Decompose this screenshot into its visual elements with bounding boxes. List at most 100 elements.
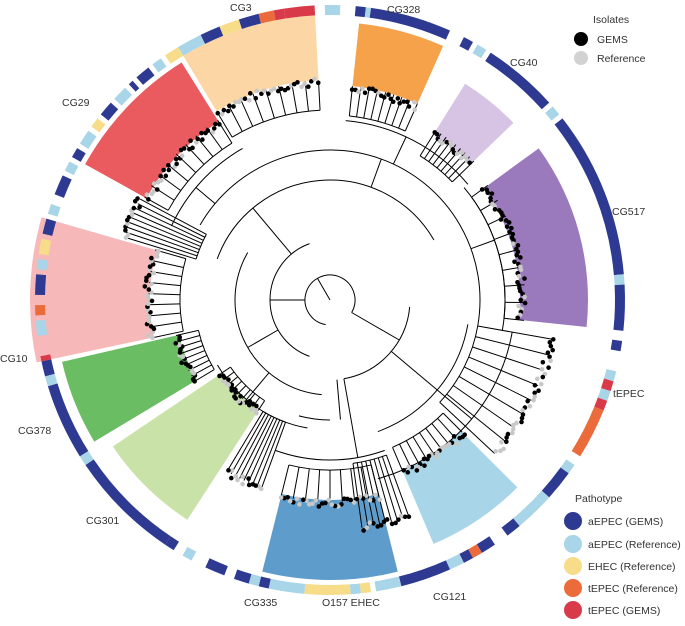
pathotype-ring-segment <box>248 573 262 587</box>
pathotype-ring-segment <box>545 106 560 121</box>
pathotype-ring-segment <box>42 218 57 236</box>
tree-branch <box>158 174 182 192</box>
tree-branch <box>256 420 284 487</box>
tree-tips <box>123 76 556 533</box>
clade-wedge-cg378 <box>62 334 198 442</box>
tree-branch <box>477 325 552 340</box>
pathotype-ring-segment <box>238 13 262 29</box>
gems-isolate-tip <box>211 126 217 131</box>
reference-isolate-tip <box>306 502 312 507</box>
gems-isolate-tip <box>518 255 523 260</box>
gems-isolate-tip <box>349 87 355 92</box>
gems-isolate-tip <box>519 415 525 421</box>
reference-isolate-tip <box>364 525 370 530</box>
gems-isolate-tip <box>146 287 152 292</box>
gems-isolate-tip <box>173 156 179 162</box>
gems-isolate-tip <box>405 470 411 475</box>
gems-isolate-tip <box>217 122 222 127</box>
gems-isolate-tip <box>506 220 512 225</box>
gems-isolate-tip <box>179 360 184 365</box>
gems-isolate-tip <box>166 167 172 173</box>
gems-isolate-tip <box>451 434 457 439</box>
tree-branch <box>472 346 544 371</box>
pathotype-ring-segment <box>100 102 119 121</box>
pathotype-ring-segment <box>603 368 617 382</box>
pathotype-ring-segment <box>501 518 520 536</box>
tree-branch <box>179 258 187 332</box>
pathotype-ring-segment <box>35 304 46 316</box>
pathotype-legend-ehec-reference: EHEC (Reference) <box>588 561 676 573</box>
gems-isolate-tip <box>225 108 231 114</box>
reference-isolate-tip <box>312 76 317 82</box>
tree-branch <box>151 330 184 339</box>
pathotype-ring-segment <box>136 67 155 85</box>
reference-isolate-tip <box>254 88 260 94</box>
gems-isolate-tip <box>422 463 427 468</box>
gems-isolate-tip <box>227 103 232 109</box>
gems-isolate-tip <box>135 196 140 201</box>
tree-branch <box>124 236 197 260</box>
gems-isolate-tip <box>362 90 368 96</box>
gems-isolate-tip <box>378 523 384 528</box>
pathotype-ring-segment <box>476 536 495 553</box>
pathotype-ring-segment <box>330 584 351 595</box>
reference-isolate-tip <box>448 139 454 145</box>
gems-isolate-tip <box>515 315 520 321</box>
reference-isolate-tip <box>210 129 216 135</box>
reference-isolate-tip <box>329 502 335 507</box>
gems-isolate-tip <box>205 128 211 133</box>
tree-branch <box>339 469 343 502</box>
gems-isolate-tip <box>131 205 137 211</box>
reference-isolate-tip <box>516 303 521 309</box>
pathotype-ring-segment <box>594 397 608 411</box>
clade-label-cg40: CG40 <box>510 57 538 69</box>
tree-branch <box>480 199 498 211</box>
clade-label-cg29: CG29 <box>62 97 90 109</box>
reference-isolate-tip <box>294 496 300 502</box>
gems-isolate-tip <box>489 191 495 196</box>
reference-isolate-tip <box>439 141 445 146</box>
pathotype-legend-tepec-reference: tEPEC (Reference) <box>588 583 678 595</box>
gems-isolate-tip <box>254 403 259 409</box>
gems-isolate-tip <box>532 382 538 388</box>
gems-isolate-tip <box>550 347 555 353</box>
tree-branch <box>317 469 321 502</box>
reference-isolate-tip <box>522 294 527 300</box>
reference-isolate-tip <box>219 111 225 117</box>
tree-branch <box>291 83 298 113</box>
reference-isolate-tip <box>510 430 515 436</box>
tree-branch <box>392 447 404 473</box>
tree-branch <box>351 312 400 341</box>
reference-isolate-tip <box>460 150 465 155</box>
pathotype-ring-segment <box>560 459 575 474</box>
tree-branch <box>431 423 450 445</box>
gems-isolate-tip <box>306 84 311 90</box>
tree-branch <box>151 185 175 201</box>
gems-isolate-tip <box>181 146 187 151</box>
pathotype-ring-segment <box>554 118 624 276</box>
clade-label-cg335: CG335 <box>244 597 277 609</box>
gems-isolate-tip <box>163 173 169 179</box>
clade-label-cg328: CG328 <box>387 4 420 16</box>
clade-label-cg3: CG3 <box>230 2 252 14</box>
gems-isolate-tip <box>504 224 510 229</box>
tree-branch <box>195 187 216 204</box>
tree-branch <box>280 464 290 497</box>
ehec-reference-swatch-icon <box>564 557 582 575</box>
tree-branch <box>399 443 412 469</box>
gems-isolate-tip <box>540 359 546 365</box>
tree-branch <box>170 148 243 227</box>
pathotype-ring-segment <box>459 37 474 51</box>
tree-branch <box>471 196 506 319</box>
pathotype-ring-segment <box>597 388 611 401</box>
gems-isolate-tip <box>371 498 376 503</box>
reference-isolate-tip <box>518 267 524 273</box>
pathotype-ring-segment <box>128 80 140 92</box>
gems-isolate-tip <box>190 377 196 382</box>
pathotype-ring-segment <box>205 558 228 576</box>
gems-isolate-tip <box>247 398 253 404</box>
tree-branch <box>452 385 516 429</box>
pathotype-ring-segment <box>541 467 569 498</box>
reference-isolate-tip <box>144 192 150 198</box>
tree-branch <box>381 456 404 519</box>
